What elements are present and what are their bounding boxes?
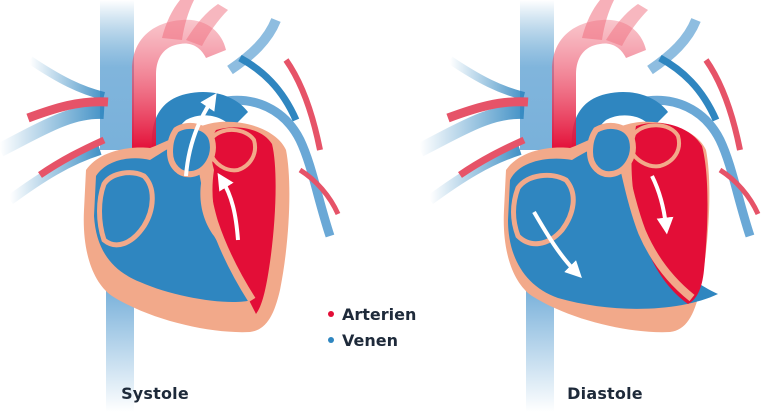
artery-dot-icon xyxy=(328,311,334,317)
legend-label-arterien: Arterien xyxy=(342,305,416,324)
caption-diastole: Diastole xyxy=(505,384,705,403)
systole-heart xyxy=(0,0,338,412)
left-atrium xyxy=(630,125,679,166)
diastole-heart xyxy=(420,0,758,412)
legend-label-venen: Venen xyxy=(342,331,398,350)
legend-item-arterien: Arterien xyxy=(328,301,416,327)
legend-item-venen: Venen xyxy=(328,327,416,353)
vein-dot-icon xyxy=(328,337,334,343)
caption-systole: Systole xyxy=(55,384,255,403)
left-atrium xyxy=(210,130,255,170)
legend: Arterien Venen xyxy=(328,301,416,353)
